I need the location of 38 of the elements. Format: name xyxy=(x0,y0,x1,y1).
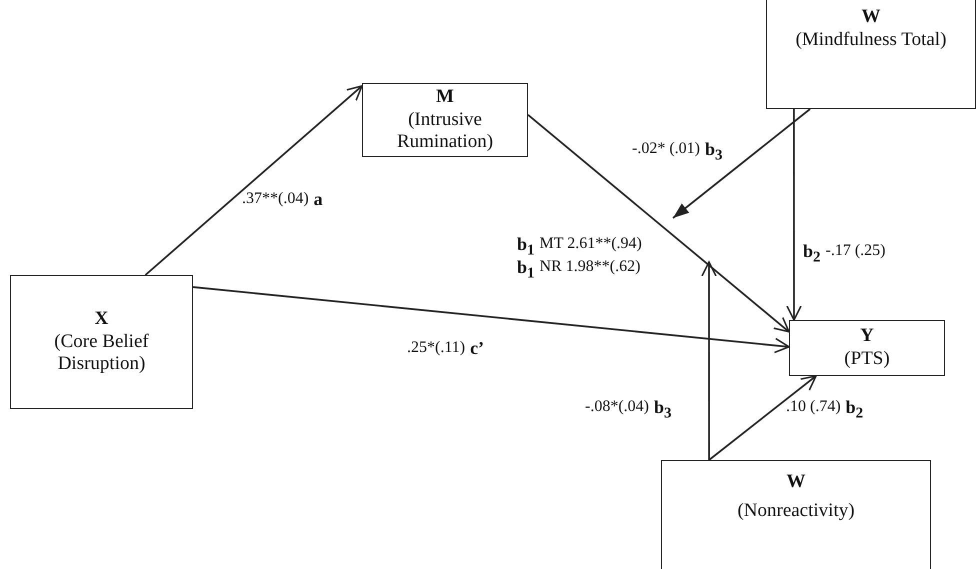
variable-letter: M xyxy=(436,86,454,109)
variable-box xyxy=(789,320,945,376)
path-coefficient-name: b$_{2}$ xyxy=(846,397,864,423)
variable-box xyxy=(362,83,528,157)
path-coefficient-name: b$_{2}$ xyxy=(803,241,821,267)
coefficient-value: -.02* (.01) xyxy=(632,139,700,159)
variable-letter: Y xyxy=(860,325,874,348)
coefficient-value: NR 1.98**(.62) xyxy=(540,257,640,277)
coefficient-value: .25*(.11) xyxy=(407,338,466,358)
arrow xyxy=(527,114,790,333)
coefficient-value: .37**(.04) xyxy=(242,189,309,209)
path-coefficient-name: b$_{3}$ xyxy=(704,139,722,165)
variable-letter: X xyxy=(94,308,108,331)
arrow xyxy=(701,261,717,460)
arrow xyxy=(786,109,802,321)
variable-letter: W xyxy=(786,471,806,494)
variable-box xyxy=(766,0,976,109)
variable-name: (Core Belief Disruption) xyxy=(53,330,150,376)
path-coefficient-name: b$_{3}$ xyxy=(654,397,672,423)
path-coefficient-name: a xyxy=(314,189,323,211)
coefficient-value: .10 (.74) xyxy=(786,397,841,417)
arrow xyxy=(672,108,811,219)
path-coefficient-name: b$_{1}$ xyxy=(517,234,535,260)
coefficient-value: -.17 (.25) xyxy=(826,241,886,261)
variable-name: (Intrusive Rumination) xyxy=(396,108,494,154)
variable-name: (Mindfulness Total) xyxy=(796,28,946,52)
arrow xyxy=(708,375,817,461)
variable-name: (PTS) xyxy=(844,348,890,371)
arrow xyxy=(192,286,790,354)
coefficient-value: MT 2.61**(.94) xyxy=(540,234,642,254)
variable-box xyxy=(661,460,931,569)
variable-letter: W xyxy=(862,6,880,29)
coefficient-value: -.08*(.04) xyxy=(585,397,649,417)
path-coefficient-name: c’ xyxy=(470,338,484,360)
variable-name: (Nonreactivity) xyxy=(737,500,855,523)
variable-box xyxy=(10,275,193,409)
path-coefficient-name: b$_{1}$ xyxy=(517,257,535,283)
arrow xyxy=(144,85,363,276)
